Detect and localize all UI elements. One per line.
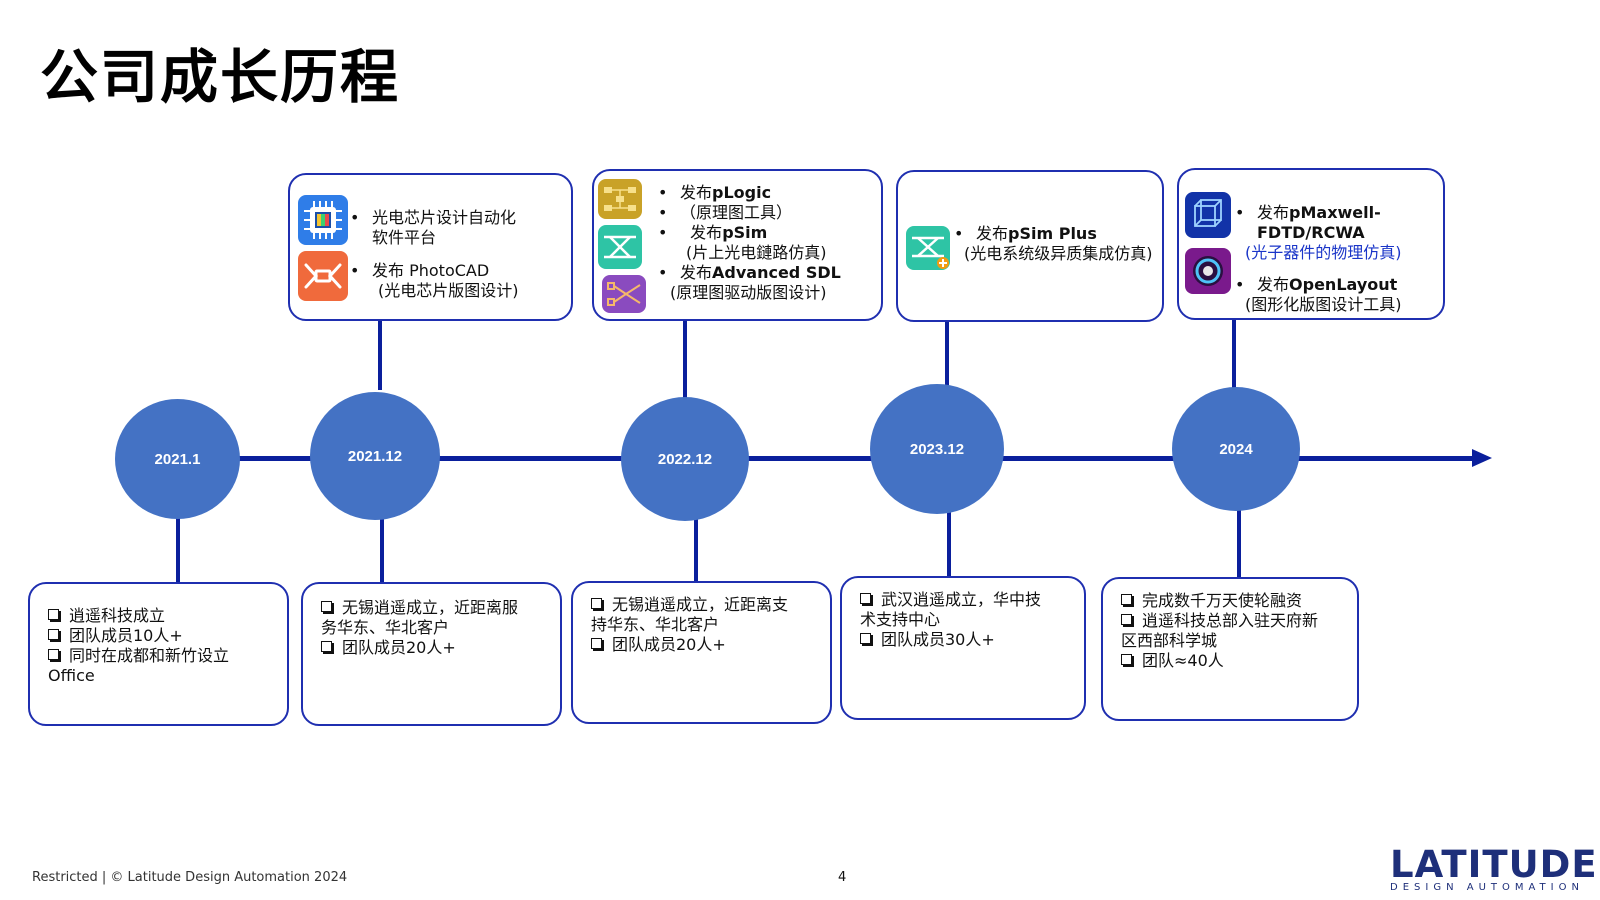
- connector-bottom-2023-12: [947, 512, 951, 578]
- checkbox-bullet-icon: [48, 629, 59, 640]
- checkbox-bullet-icon: [321, 601, 332, 612]
- bottom-box-2024: 完成数千万天使轮融资 逍遥科技总部入驻天府新 区西部科学城 团队≈40人: [1101, 577, 1359, 721]
- top-2024-line5: (图形化版图设计工具): [1245, 295, 1402, 314]
- timeline-arrow-icon: [1472, 449, 1492, 467]
- bottom-box-2021-1: 逍遥科技成立 团队成员10人+ 同时在成都和新竹设立 Office: [28, 582, 289, 726]
- milestone-2021-1: 2021.1: [115, 399, 240, 519]
- top-2023-12-line2: (光电系统级异质集成仿真): [964, 244, 1153, 263]
- list-item: 团队成员30人+: [860, 630, 1066, 650]
- bottom-box-2022-12: 无锡逍遥成立，近距离支 持华东、华北客户 团队成员20人+: [571, 581, 832, 724]
- list-item: 无锡逍遥成立，近距离支: [591, 595, 812, 615]
- bottom-box-2023-12: 武汉逍遥成立，华中技 术支持中心 团队成员30人+: [840, 576, 1086, 720]
- top-2024-line2: FDTD/RCWA: [1257, 223, 1365, 242]
- top-box-2021-12: •光电芯片设计自动化 软件平台 •发布 PhotoCAD (光电芯片版图设计): [288, 173, 573, 321]
- top-2023-12-line1: •发布pSim Plus: [954, 224, 1097, 243]
- connector-top-2022-12: [683, 318, 687, 398]
- checkbox-bullet-icon: [1121, 594, 1132, 605]
- list-item: 完成数千万天使轮融资: [1121, 591, 1339, 611]
- list-item: 团队成员20人+: [591, 635, 812, 655]
- plogic-icon: [598, 179, 642, 219]
- milestone-2023-12: 2023.12: [870, 384, 1004, 514]
- checkbox-bullet-icon: [48, 609, 59, 620]
- logo-tagline: DESIGN AUTOMATION: [1390, 882, 1584, 893]
- top-2021-12-line4: (光电芯片版图设计): [378, 281, 519, 300]
- list-item: 逍遥科技成立: [48, 606, 269, 626]
- list-item-continuation: 务华东、华北客户: [321, 618, 450, 637]
- top-2022-12-line2: •（原理图工具）: [658, 203, 793, 222]
- top-2021-12-line1: •光电芯片设计自动化: [350, 208, 517, 227]
- checkbox-bullet-icon: [860, 593, 871, 604]
- checkbox-bullet-icon: [48, 649, 59, 660]
- checkbox-bullet-icon: [860, 633, 871, 644]
- logo-wordmark: LATITUDE: [1390, 843, 1598, 886]
- list-item: 团队成员20人+: [321, 638, 542, 658]
- top-2022-12-line4: (片上光电鏈路仿真): [686, 243, 827, 262]
- page-number: 4: [838, 870, 847, 885]
- list-item-continuation: 区西部科学城: [1121, 631, 1218, 650]
- top-2022-12-line5: •发布Advanced SDL: [658, 263, 841, 282]
- list-item-continuation: Office: [48, 666, 95, 685]
- list-item-continuation: 术支持中心: [860, 610, 941, 629]
- top-2022-12-line3: • 发布pSim: [658, 223, 768, 242]
- timeline-axis: [170, 456, 1480, 461]
- connector-top-2021-12: [378, 318, 382, 390]
- checkbox-bullet-icon: [1121, 614, 1132, 625]
- list-item: 武汉逍遥成立，华中技: [860, 590, 1066, 610]
- list-item: 同时在成都和新竹设立: [48, 646, 269, 666]
- top-2022-12-line1: •发布pLogic: [658, 183, 772, 202]
- bottom-box-2021-12: 无锡逍遥成立，近距离服 务华东、华北客户 团队成员20人+: [301, 582, 562, 726]
- top-box-2022-12: •发布pLogic •（原理图工具） • 发布pSim (片上光电鏈路仿真) •…: [592, 169, 883, 321]
- milestone-2022-12: 2022.12: [621, 397, 749, 521]
- top-2021-12-line2: 软件平台: [372, 228, 437, 247]
- list-item: 团队≈40人: [1121, 651, 1339, 671]
- page-title: 公司成长历程: [40, 43, 401, 111]
- connector-bottom-2021-12: [380, 518, 384, 584]
- advanced-sdl-icon: [602, 275, 646, 313]
- connector-bottom-2021-1: [176, 518, 180, 584]
- connector-bottom-2022-12: [694, 518, 698, 582]
- checkbox-bullet-icon: [591, 638, 602, 649]
- list-item: 无锡逍遥成立，近距离服: [321, 598, 542, 618]
- top-2021-12-line3: •发布 PhotoCAD: [350, 261, 490, 280]
- psim-plus-icon: [906, 226, 950, 270]
- checkbox-bullet-icon: [321, 641, 332, 652]
- milestone-2024: 2024: [1172, 387, 1300, 511]
- top-2024-line3: (光子器件的物理仿真): [1245, 243, 1402, 262]
- photonic-chip-icon: [298, 195, 348, 245]
- psim-icon: [598, 225, 642, 269]
- top-2024-line4: •发布OpenLayout: [1235, 275, 1398, 294]
- openlayout-icon: [1185, 248, 1231, 294]
- list-item-continuation: 持华东、华北客户: [591, 615, 720, 634]
- footer-copyright: Restricted | © Latitude Design Automatio…: [32, 870, 348, 885]
- latitude-logo: LATITUDE DESIGN AUTOMATION: [1390, 843, 1598, 894]
- connector-bottom-2024: [1237, 510, 1241, 578]
- photocad-icon: [298, 251, 348, 301]
- list-item: 逍遥科技总部入驻天府新: [1121, 611, 1339, 631]
- top-2024-line1: •发布pMaxwell-: [1235, 203, 1381, 222]
- connector-top-2023-12: [945, 320, 949, 388]
- top-box-2023-12: •发布pSim Plus (光电系统级异质集成仿真): [896, 170, 1164, 322]
- connector-top-2024: [1232, 318, 1236, 390]
- list-item: 团队成员10人+: [48, 626, 269, 646]
- top-2022-12-line6: (原理图驱动版图设计): [670, 283, 827, 302]
- checkbox-bullet-icon: [1121, 654, 1132, 665]
- top-box-2024: •发布pMaxwell- FDTD/RCWA (光子器件的物理仿真) •发布Op…: [1177, 168, 1445, 320]
- milestone-2021-12: 2021.12: [310, 392, 440, 520]
- pmaxwell-icon: [1185, 192, 1231, 238]
- checkbox-bullet-icon: [591, 598, 602, 609]
